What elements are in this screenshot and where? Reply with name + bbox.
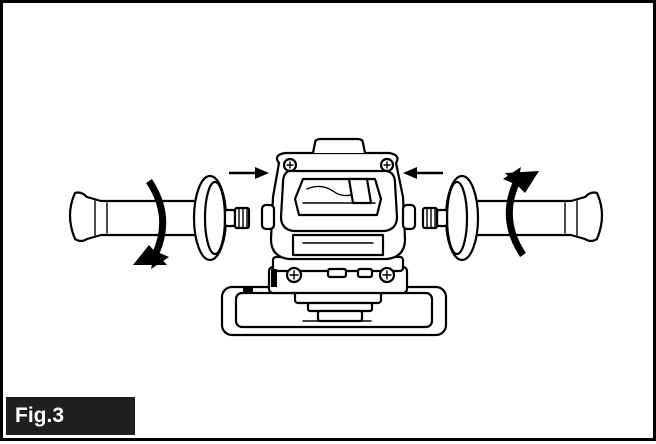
gear-housing bbox=[267, 255, 409, 295]
right-side-handle bbox=[421, 174, 604, 262]
motor-body bbox=[260, 137, 417, 261]
arrow-right-icon bbox=[229, 167, 269, 179]
arrow-left-icon bbox=[403, 167, 443, 179]
curved-arrow-icon bbox=[133, 179, 169, 269]
grinder-handle-diagram bbox=[68, 137, 604, 337]
left-side-handle bbox=[68, 174, 251, 262]
figure-label: Fig.3 bbox=[6, 397, 135, 435]
curved-arrow-icon-right bbox=[503, 167, 539, 257]
wheel-guard bbox=[220, 285, 448, 337]
